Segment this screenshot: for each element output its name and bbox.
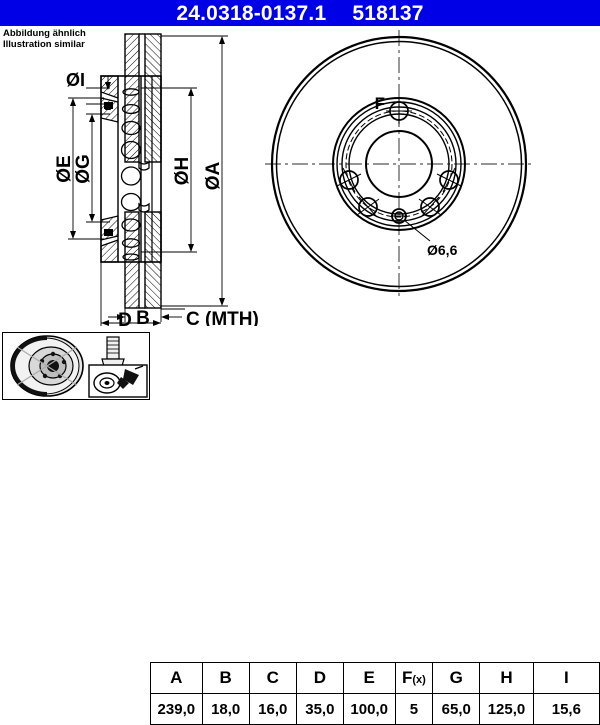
reference-number: 518137 [352,1,424,25]
dimension-label-I: ØI [66,70,85,90]
table-header-row: A B C D E F(x) G H I [150,662,600,694]
bolt-holes [336,98,462,218]
dimension-label-D: D [118,310,132,326]
dimension-D: D [100,262,161,331]
bolt-icon [101,336,125,367]
column-header-d: D [295,662,344,694]
bolt-hole [418,196,442,218]
value-h: 125,0 [479,693,534,725]
centre-bore [365,130,433,198]
dimension-label-B: B [136,308,150,326]
value-f: 5 [394,693,434,725]
specification-table: A B C D E F(x) G H I 239,0 18,0 16,0 35,… [150,662,600,725]
column-header-f-sub: (x) [412,674,426,686]
guide-hole [391,208,407,224]
hole-diameter-label: Ø6,6 [427,242,458,258]
dimension-label-G: ØG [73,154,94,184]
technical-drawing: ØA ØH ØE [0,26,600,331]
brake-disc-photo [10,335,84,397]
dimension-label-C: C (MTH) [186,309,259,326]
drawing-svg: ØA ØH ØE [54,30,535,331]
bottom-strip: A B C D E F(x) G H I 239,0 18,0 16,0 35,… [0,330,600,725]
dimension-G: ØG [73,113,110,223]
value-a: 239,0 [150,693,203,725]
bolt-hole [386,98,412,124]
value-e: 100,0 [342,693,396,725]
bolt-pitch-circle [345,110,453,218]
section-upper-flange [124,33,162,163]
column-header-i: I [532,662,600,694]
illustration-caption: Abbildung ähnlich Illustration similar [3,28,86,50]
column-header-f-main: F [401,668,413,687]
bolt-hole [356,196,380,218]
table-value-row: 239,0 18,0 16,0 35,0 100,0 5 65,0 125,0 … [150,693,600,725]
part-number: 24.0318-0137.1 [176,1,327,25]
bolt-hole [436,167,462,193]
dimension-B: B [108,308,162,329]
product-photo-box [2,332,150,400]
photo-svg [10,335,148,398]
disc-outer-edge [270,35,528,293]
dimension-label-E: ØE [54,155,75,182]
column-header-e: E [342,662,396,694]
header-bar: 24.0318-0137.1 518137 [0,0,600,26]
bolt-circle-label: F [375,94,385,113]
value-c: 16,0 [248,693,297,725]
column-header-a: A [150,662,203,694]
caption-line-de: Abbildung ähnlich [3,28,86,39]
value-g: 65,0 [432,693,481,725]
cross-section-view: ØA ØH ØE [54,33,259,331]
column-header-c: C [248,662,297,694]
front-view: Ø6,6 F [265,30,535,298]
dimension-H: ØH [141,87,197,253]
hole-diameter-annotation: Ø6,6 [403,219,458,258]
column-header-h: H [479,662,534,694]
column-header-b: B [201,662,250,694]
section-lower-flange [124,211,162,309]
column-header-g: G [432,662,481,694]
dimension-E: ØE [54,97,104,240]
bolt-hole [336,167,362,193]
dimension-label-H: ØH [172,157,193,186]
dimension-I: ØI [66,70,111,110]
dimension-C: C (MTH) [161,308,259,330]
dimension-label-A: ØA [203,161,224,190]
tool-spray-icon [88,364,148,398]
disc-friction-edge [275,40,523,288]
caption-line-en: Illustration similar [3,39,85,50]
centre-lines [265,30,535,298]
section-vent-holes [120,88,142,261]
column-header-f: F(x) [394,662,434,694]
dimension-A: ØA [161,35,228,307]
value-i: 15,6 [532,693,600,725]
value-b: 18,0 [201,693,250,725]
section-neck [138,160,150,213]
value-d: 35,0 [295,693,344,725]
